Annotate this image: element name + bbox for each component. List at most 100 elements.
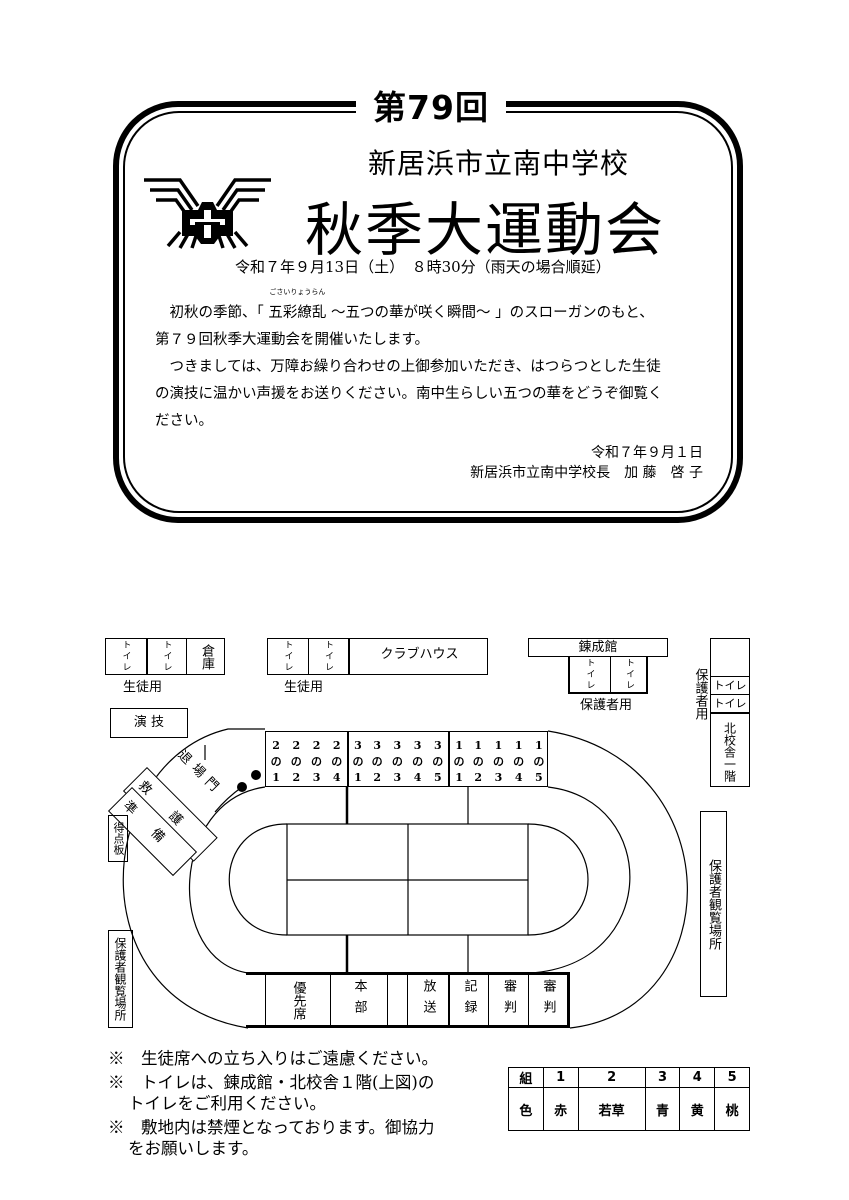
group-color-table: 組 1 2 3 4 5 色 赤 若草 青 黄 桃	[508, 1067, 750, 1131]
grade: 2	[292, 739, 301, 752]
no-particle: の	[453, 755, 465, 768]
headquarters-tents: 優先席 本部 放送 記録 審判 審判	[246, 972, 570, 1028]
guardian-viewing-area-left: 保護者観覧場所	[108, 930, 133, 1028]
note-3-cont: をお願いします。	[128, 1139, 259, 1158]
broadcast-label: 放送	[407, 975, 448, 1025]
grade: 3	[413, 739, 422, 752]
grade: 2	[272, 739, 280, 752]
class-number: 3	[393, 771, 402, 784]
rensei-toilets: トイレ トイレ	[568, 656, 648, 694]
color-header: 色	[508, 1087, 544, 1131]
grade: 3	[373, 739, 381, 752]
greeting-line-5: ださい。	[155, 413, 213, 429]
slogan-main: 五彩繚乱	[268, 305, 327, 321]
signature-date: 令和７年９月１日	[591, 445, 703, 461]
slogan-ruby: ごさいりょうらん	[269, 288, 326, 296]
grade: 3	[354, 739, 362, 752]
guardian-use-vertical-label: 保護者用	[692, 668, 708, 720]
guardian-viewing-area-right: 保護者観覧場所	[700, 811, 727, 997]
no-particle: の	[533, 755, 545, 768]
no-particle: の	[432, 755, 444, 768]
group-color: 青	[644, 1087, 681, 1131]
note-3: ※ 敷地内は禁煙となっております。御協力	[108, 1114, 435, 1138]
grade: 1	[455, 739, 463, 752]
line1-prefix: 初秋の季節、「	[169, 305, 269, 321]
student-use-label: 生徒用	[123, 680, 163, 695]
toilet-label: トイレ	[308, 639, 348, 674]
group-number: 5	[714, 1067, 750, 1088]
header-frame	[113, 101, 743, 523]
school-emblem-logo	[144, 178, 271, 249]
greeting-line-2: 第７９回秋季大運動会を開催いたします。	[155, 332, 430, 348]
field-oval-left	[228, 823, 288, 936]
priority-seats-label: 優先席	[265, 975, 330, 1025]
grade: 1	[474, 739, 483, 752]
slogan: ごさいりょうらん五彩繚乱	[268, 288, 327, 327]
north-building-label: 北校舎一階	[711, 712, 749, 789]
note-mark: ※	[108, 1073, 125, 1092]
no-particle: の	[311, 755, 323, 768]
toilet-label: トイレ	[282, 640, 293, 673]
track-middle-right	[529, 786, 631, 974]
no-particle: の	[290, 755, 302, 768]
gate-marker	[251, 770, 261, 780]
class-number: 3	[494, 771, 503, 784]
no-particle: の	[472, 755, 484, 768]
gate-marker	[237, 782, 247, 792]
no-particle: の	[391, 755, 403, 768]
class-number: 5	[535, 771, 543, 784]
judge-label: 審判	[528, 975, 567, 1025]
group-number: 4	[679, 1067, 716, 1088]
note-text: 生徒席への立ち入りはご遠慮ください。	[124, 1049, 438, 1068]
greeting-line-4: の演技に温かい声援をお送りください。南中生らしい五つの華をどうぞ御覧く	[155, 386, 663, 402]
grade: 2	[312, 739, 321, 752]
judge-label: 審判	[488, 975, 528, 1025]
group-number: 3	[644, 1067, 681, 1088]
track-middle-left	[188, 786, 266, 974]
class-number: 3	[312, 771, 321, 784]
class-number: 2	[474, 771, 483, 784]
stand-class-2-3: 2 の 3	[306, 732, 326, 786]
stand-class-2-2: 2 の 2	[286, 732, 306, 786]
class-number: 1	[354, 771, 362, 784]
scoreboard-label: 得点板	[108, 815, 128, 862]
class-number: 2	[373, 771, 381, 784]
toilet-label: トイレ	[711, 694, 749, 713]
group-color: 桃	[714, 1087, 750, 1131]
greeting-text: 初秋の季節、「 ごさいりょうらん五彩繚乱 ～五つの華が咲く瞬間～ 」のスローガン…	[155, 288, 735, 435]
student-use-label: 生徒用	[284, 680, 324, 695]
table-row: 色 赤 若草 青 黄 桃	[508, 1087, 750, 1131]
stand-class-3-1: 3 の 1	[346, 732, 367, 786]
class-number: 4	[332, 771, 341, 784]
clubhouse-building: トイレ トイレ クラブハウス	[267, 638, 488, 675]
stand-class-1-2: 1 の 2	[468, 732, 488, 786]
event-title: 秋季大運動会	[305, 196, 666, 264]
table-header-row: 組 1 2 3 4 5	[508, 1067, 750, 1088]
toilet-label: トイレ	[146, 639, 186, 674]
group-number: 1	[542, 1067, 579, 1088]
class-number: 4	[413, 771, 422, 784]
signature-name: 新居浜市立南中学校長 加 藤 啓 子	[470, 465, 703, 481]
group-header: 組	[508, 1067, 544, 1088]
records-label: 記録	[448, 975, 488, 1025]
empty-tent	[387, 975, 407, 1025]
group-color: 赤	[542, 1087, 579, 1131]
grade: 3	[433, 739, 442, 752]
note-2: ※ トイレは、錬成館・北校舎１階(上図)の	[108, 1069, 434, 1093]
rensei-hall-label: 錬成館	[528, 638, 668, 657]
field-map-lines	[122, 728, 688, 1029]
track-outer-right	[547, 730, 688, 1029]
no-particle: の	[513, 755, 525, 768]
grade: 1	[494, 739, 503, 752]
line1-suffix: ～五つの華が咲く瞬間～ 」のスローガンのもと、	[326, 305, 654, 321]
no-particle: の	[352, 755, 364, 768]
toilet-label: トイレ	[610, 656, 648, 692]
greeting-line-3: つきましては、万障お繰り合わせの上御参加いただき、はつらつとした生徒	[155, 359, 661, 375]
class-number: 2	[292, 771, 301, 784]
